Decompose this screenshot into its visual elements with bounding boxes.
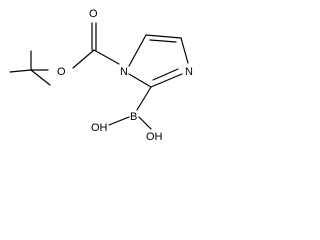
bond-carbonyl-n (93, 49, 120, 65)
atom-o-ester: O (57, 66, 66, 78)
bond-o-carbonyl-c (72, 49, 95, 69)
atom-boron: B (130, 111, 137, 123)
structure-diagram: O O N N B OH OH (0, 0, 212, 149)
bond-n1-c5 (128, 34, 147, 67)
bond-c2-n1 (128, 73, 152, 88)
bond-c5-c4 (145, 34, 182, 39)
bond-tbu-methyl-left (9, 69, 32, 73)
atom-o-carbonyl: O (89, 8, 98, 20)
molecule-drawing: O O N N B OH OH (9, 8, 193, 143)
bond-n3-c2 (150, 73, 183, 88)
bond-c2-b (136, 86, 152, 111)
bond-b-oh-right (138, 116, 152, 130)
atom-oh-right: OH (146, 131, 163, 143)
bond-c4-n3 (180, 37, 189, 64)
bond-b-oh-left (108, 116, 130, 126)
bond-n3-c2-inner (152, 68, 179, 81)
bond-tbu-methyl-bottom (30, 69, 51, 86)
atom-n-ring-2: N (185, 66, 193, 78)
atom-n-ring-1: N (120, 66, 128, 78)
bond-c5-c4-inner (149, 39, 177, 43)
atom-oh-left: OH (91, 122, 108, 134)
